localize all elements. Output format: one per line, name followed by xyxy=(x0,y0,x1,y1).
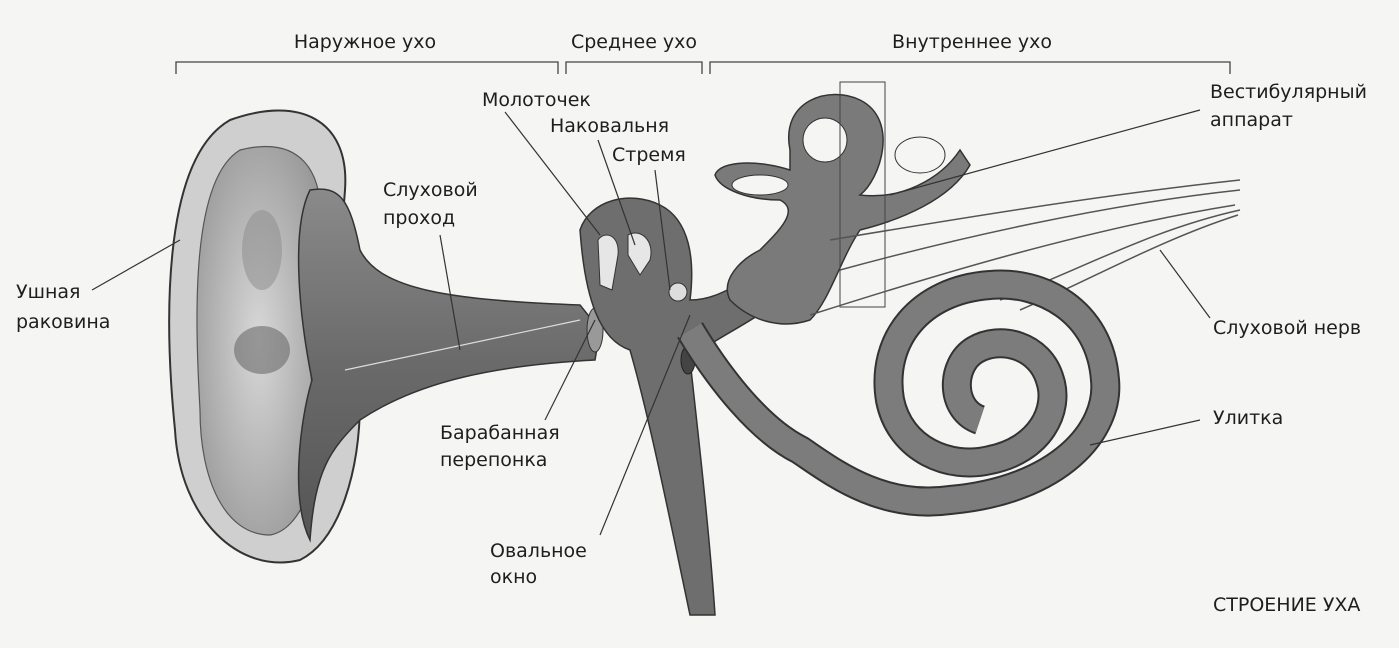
label-oval-1: Овальное xyxy=(490,540,587,562)
label-eardrum-2: перепонка xyxy=(440,449,547,471)
label-cochlea: Улитка xyxy=(1213,407,1283,429)
label-vestibular-2: аппарат xyxy=(1210,109,1293,131)
label-eardrum-1: Барабанная xyxy=(440,422,560,444)
vestibular-shape xyxy=(714,81,971,325)
label-outer-ear: Наружное ухо xyxy=(294,31,436,53)
label-canal-1: Слуховой xyxy=(383,179,478,201)
label-vestibular-1: Вестибулярный xyxy=(1210,81,1367,103)
label-middle-ear: Среднее ухо xyxy=(571,31,697,53)
label-inner-ear: Внутреннее ухо xyxy=(892,31,1052,53)
label-canal-2: проход xyxy=(383,207,455,229)
label-stapes: Стремя xyxy=(612,144,686,166)
cochlea-shape xyxy=(677,269,1121,517)
label-malleus: Молоточек xyxy=(482,89,591,111)
label-auricle-1: Ушная xyxy=(16,281,80,303)
leader-lines xyxy=(91,109,1211,536)
section-brackets xyxy=(175,61,1231,74)
middle-ear-shape xyxy=(579,197,782,616)
label-oval-2: окно xyxy=(490,566,537,588)
label-incus: Наковальня xyxy=(550,115,669,137)
label-nerve: Слуховой нерв xyxy=(1213,317,1361,339)
diagram-title: СТРОЕНИЕ УХА xyxy=(1213,594,1360,616)
label-auricle-2: раковина xyxy=(16,311,110,333)
